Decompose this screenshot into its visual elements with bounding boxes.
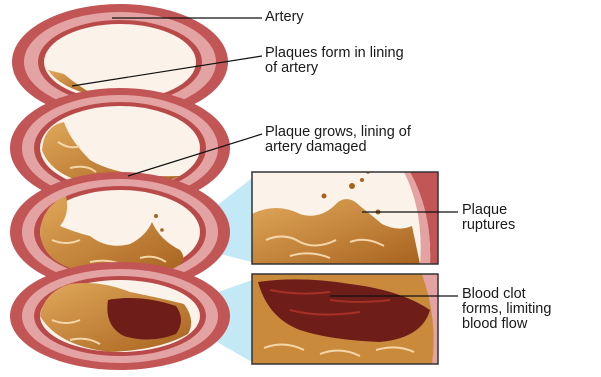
zoom-panel-clot [252, 274, 438, 364]
label-plaque-ruptures: Plaque ruptures [462, 203, 515, 233]
label-plaque-grows: Plaque grows, lining of artery damaged [265, 125, 411, 155]
label-artery: Artery [265, 10, 304, 25]
zoom-panel-rupture [252, 170, 438, 264]
label-blood-clot: Blood clot forms, limiting blood flow [462, 287, 551, 332]
artery-stage-4 [10, 262, 230, 370]
label-plaque-forms: Plaques form in lining of artery [265, 46, 404, 76]
